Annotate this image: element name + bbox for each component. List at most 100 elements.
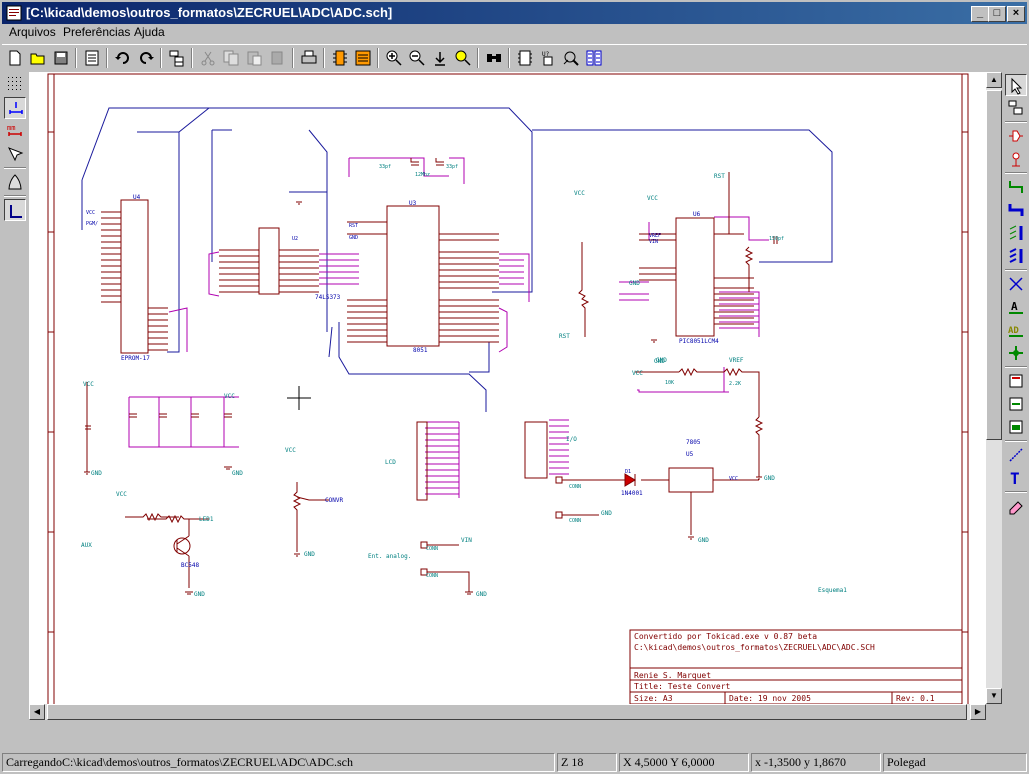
title-block: Convertido por Tokicad.exe v 0.87 beta C… xyxy=(629,629,963,704)
units-mm-icon[interactable]: mm xyxy=(4,120,26,142)
undo-icon[interactable] xyxy=(112,47,134,69)
place-component-icon[interactable] xyxy=(1005,125,1027,147)
vertical-scrollbar[interactable]: ▲ ▼ xyxy=(986,72,1002,704)
component-list-icon[interactable] xyxy=(583,47,605,69)
svg-text:AUX: AUX xyxy=(81,542,92,549)
scroll-left-button[interactable]: ◀ xyxy=(29,704,45,720)
redo-icon[interactable] xyxy=(135,47,157,69)
import-pin-icon[interactable] xyxy=(1005,393,1027,415)
scroll-down-button[interactable]: ▼ xyxy=(986,688,1002,704)
u4-chip: U4 EPROM-17 VCC PGM/ xyxy=(86,194,168,362)
svg-text:GND: GND xyxy=(601,510,612,517)
menu-arquivos[interactable]: Arquivos xyxy=(9,25,56,39)
svg-text:LED1: LED1 xyxy=(199,516,214,523)
cursor-shape-icon[interactable] xyxy=(4,143,26,165)
netlist-icon[interactable] xyxy=(329,47,351,69)
library-icon[interactable] xyxy=(514,47,536,69)
annotate-icon[interactable]: U? xyxy=(537,47,559,69)
net-label-icon[interactable]: A xyxy=(1005,296,1027,318)
new-sheet-icon[interactable] xyxy=(4,47,26,69)
svg-text:AD: AD xyxy=(1008,326,1019,336)
svg-text:D1: D1 xyxy=(625,469,631,475)
svg-text:GND: GND xyxy=(476,591,487,598)
text-icon[interactable]: T xyxy=(1005,467,1027,489)
capacitors xyxy=(85,158,778,472)
units-inch-icon[interactable] xyxy=(4,97,26,119)
menu-bar: Arquivos Preferências Ajuda xyxy=(2,24,1027,42)
svg-text:CONVR: CONVR xyxy=(325,497,343,504)
sheet-props-icon[interactable] xyxy=(81,47,103,69)
wire-to-bus-icon[interactable] xyxy=(1005,222,1027,244)
zoom-redraw-icon[interactable] xyxy=(429,47,451,69)
grid-icon[interactable] xyxy=(4,73,26,95)
svg-text:PIC8051LCM4: PIC8051LCM4 xyxy=(679,338,719,345)
maximize-button[interactable]: □ xyxy=(988,6,1006,22)
svg-text:GND: GND xyxy=(91,470,102,477)
place-wire-icon[interactable] xyxy=(1005,176,1027,198)
cut-icon[interactable] xyxy=(197,47,219,69)
title-bar: [C:\kicad\demos\outros_formatos\ZECRUEL\… xyxy=(2,2,1027,24)
status-rel-coords: x -1,3500 y 1,8670 xyxy=(751,753,881,772)
print-icon[interactable] xyxy=(298,47,320,69)
menu-ajuda[interactable]: Ajuda xyxy=(134,25,165,39)
tb-title: Title: Teste Convert xyxy=(634,682,731,691)
bus-entry-icon[interactable] xyxy=(4,199,26,221)
bom-icon[interactable] xyxy=(352,47,374,69)
close-button[interactable]: × xyxy=(1007,6,1025,22)
hierarchy-icon[interactable] xyxy=(166,47,188,69)
zoom-auto-icon[interactable] xyxy=(452,47,474,69)
delete-item-icon[interactable] xyxy=(1005,495,1027,517)
minimize-button[interactable]: _ xyxy=(971,6,989,22)
junction-icon[interactable] xyxy=(1005,342,1027,364)
schematic-drawing[interactable]: U4 EPROM-17 VCC PGM/ 74LS373 U2 xyxy=(29,72,986,704)
zoom-out-icon[interactable] xyxy=(406,47,428,69)
zoom-in-icon[interactable] xyxy=(383,47,405,69)
svg-text:VREF: VREF xyxy=(649,233,661,239)
svg-text:GND: GND xyxy=(194,591,205,598)
no-connect-icon[interactable] xyxy=(1005,273,1027,295)
find-icon[interactable] xyxy=(483,47,505,69)
svg-text:U?: U? xyxy=(542,51,550,58)
graphic-line-icon[interactable] xyxy=(1005,444,1027,466)
scroll-up-button[interactable]: ▲ xyxy=(986,72,1002,88)
tb-rev: Rev: 0.1 xyxy=(896,694,935,703)
svg-text:GND: GND xyxy=(764,475,775,482)
svg-text:Esquema1: Esquema1 xyxy=(818,587,847,594)
save-icon[interactable] xyxy=(50,47,72,69)
delete-icon[interactable] xyxy=(266,47,288,69)
svg-text:A: A xyxy=(1011,300,1018,313)
tb-date: Date: 19 nov 2005 xyxy=(729,694,811,703)
menu-preferencias[interactable]: Preferências xyxy=(63,25,131,39)
svg-text:T: T xyxy=(1010,469,1020,487)
svg-text:CONN: CONN xyxy=(569,484,581,490)
tb-converted: Convertido por Tokicad.exe v 0.87 beta xyxy=(634,632,817,641)
svg-text:VCC: VCC xyxy=(83,381,94,388)
paste-icon[interactable] xyxy=(243,47,265,69)
select-arrow-icon[interactable] xyxy=(1005,74,1027,96)
erc-icon[interactable] xyxy=(560,47,582,69)
bus-to-bus-icon[interactable] xyxy=(1005,245,1027,267)
bus-lines xyxy=(128,157,769,498)
hidden-pins-icon[interactable] xyxy=(4,171,26,193)
horizontal-scrollbar[interactable]: ◀ ▶ xyxy=(29,704,986,720)
svg-text:GND: GND xyxy=(654,358,665,365)
svg-text:2.2K: 2.2K xyxy=(729,381,741,387)
hier-pin-icon[interactable] xyxy=(1005,416,1027,438)
hierarchy-nav-icon[interactable] xyxy=(1005,97,1027,119)
global-label-icon[interactable]: AD xyxy=(1005,319,1027,341)
svg-text:VCC: VCC xyxy=(86,210,95,216)
horizontal-scroll-thumb[interactable] xyxy=(47,704,967,720)
tb-author: Renie S. Marquet xyxy=(634,671,711,680)
copy-icon[interactable] xyxy=(220,47,242,69)
svg-text:1N4001: 1N4001 xyxy=(621,490,643,497)
scroll-right-button[interactable]: ▶ xyxy=(970,704,986,720)
svg-text:RST: RST xyxy=(714,173,725,180)
status-zoom: Z 18 xyxy=(557,753,617,772)
place-power-icon[interactable] xyxy=(1005,148,1027,170)
place-bus-icon[interactable] xyxy=(1005,199,1027,221)
hier-sheet-icon[interactable] xyxy=(1005,370,1027,392)
open-icon[interactable] xyxy=(27,47,49,69)
vertical-scroll-thumb[interactable] xyxy=(986,90,1002,440)
status-bar: CarregandoC:\kicad\demos\outros_formatos… xyxy=(0,751,1029,774)
schematic-canvas[interactable]: U4 EPROM-17 VCC PGM/ 74LS373 U2 xyxy=(29,72,986,704)
